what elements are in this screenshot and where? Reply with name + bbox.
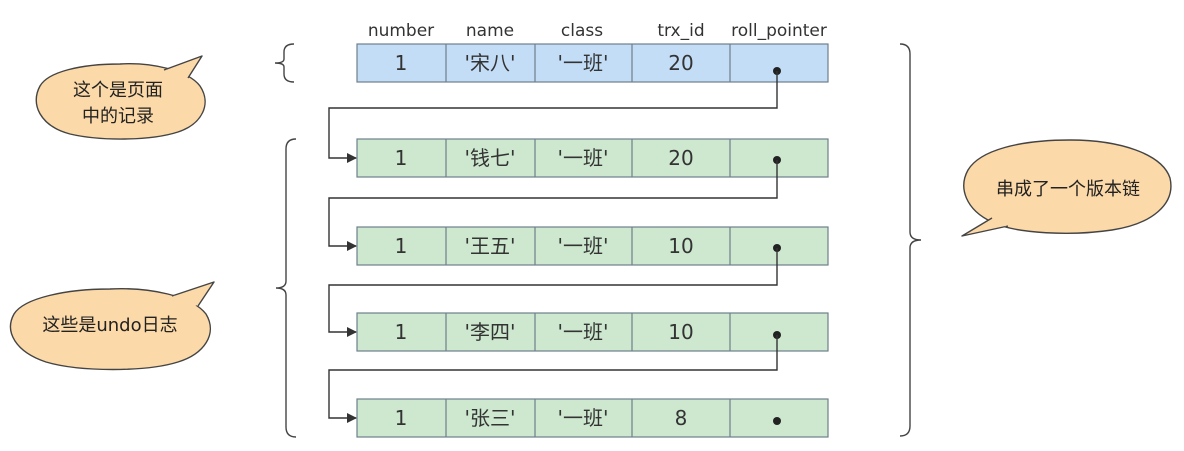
brace-version-chain bbox=[899, 43, 922, 437]
undo-row-3: 1 '李四' '一班' 10 bbox=[356, 312, 829, 352]
cell-name: '张三' bbox=[465, 406, 516, 430]
callout-undo-log: 这些是undo日志 bbox=[9, 281, 215, 371]
callout-text: 串成了一个版本链 bbox=[996, 179, 1140, 200]
cell-class: '一班' bbox=[558, 406, 609, 430]
cell-number: 1 bbox=[395, 406, 408, 430]
link-row0-to-row1 bbox=[328, 71, 778, 163]
column-headers: number name class trx_id roll_pointer bbox=[368, 21, 827, 41]
header-roll-pointer: roll_pointer bbox=[731, 21, 827, 41]
cell-number: 1 bbox=[395, 51, 408, 75]
header-trx-id: trx_id bbox=[657, 21, 704, 41]
callout-text-line1: 这个是页面 bbox=[73, 80, 163, 101]
link-row3-to-row4 bbox=[328, 335, 778, 423]
roll-pointer-dot bbox=[773, 417, 781, 425]
roll-pointer-links bbox=[328, 71, 778, 423]
cell-class: '一班' bbox=[558, 234, 609, 258]
header-name: name bbox=[466, 21, 514, 41]
cell-trx-id: 10 bbox=[668, 320, 693, 344]
row-box bbox=[356, 398, 829, 438]
row-box bbox=[356, 312, 829, 352]
row-box bbox=[356, 43, 829, 83]
row-box bbox=[356, 226, 829, 266]
callout-text: 这些是undo日志 bbox=[42, 315, 177, 336]
cell-trx-id: 10 bbox=[668, 234, 693, 258]
bubble-shape bbox=[9, 288, 212, 371]
cell-trx-id: 20 bbox=[668, 51, 693, 75]
brace-undo-logs bbox=[275, 138, 297, 438]
cell-class: '一班' bbox=[558, 320, 609, 344]
cell-name: '李四' bbox=[465, 320, 516, 344]
cell-number: 1 bbox=[395, 234, 408, 258]
row-box bbox=[356, 138, 829, 178]
link-row1-to-row2 bbox=[328, 160, 778, 251]
link-row2-to-row3 bbox=[328, 248, 778, 337]
header-class: class bbox=[561, 21, 603, 41]
brace-page-record bbox=[274, 43, 295, 83]
callout-version-chain: 串成了一个版本链 bbox=[961, 139, 1172, 237]
undo-row-1: 1 '钱七' '一班' 20 bbox=[356, 138, 829, 178]
cell-number: 1 bbox=[395, 146, 408, 170]
callout-text-line2: 中的记录 bbox=[82, 106, 154, 127]
cell-number: 1 bbox=[395, 320, 408, 344]
undo-row-4: 1 '张三' '一班' 8 bbox=[356, 398, 829, 438]
cell-name: '钱七' bbox=[465, 146, 516, 170]
cell-name: '宋八' bbox=[465, 51, 516, 75]
callout-page-record: 这个是页面 中的记录 bbox=[35, 55, 206, 140]
cell-class: '一班' bbox=[558, 51, 609, 75]
header-number: number bbox=[368, 21, 434, 41]
undo-row-2: 1 '王五' '一班' 10 bbox=[356, 226, 829, 266]
cell-trx-id: 20 bbox=[668, 146, 693, 170]
bubble-shape bbox=[963, 139, 1172, 234]
bubble-shape bbox=[35, 62, 206, 140]
cell-class: '一班' bbox=[558, 146, 609, 170]
record-row-current: 1 '宋八' '一班' 20 bbox=[356, 43, 829, 83]
cell-name: '王五' bbox=[465, 234, 516, 258]
cell-trx-id: 8 bbox=[675, 406, 688, 430]
